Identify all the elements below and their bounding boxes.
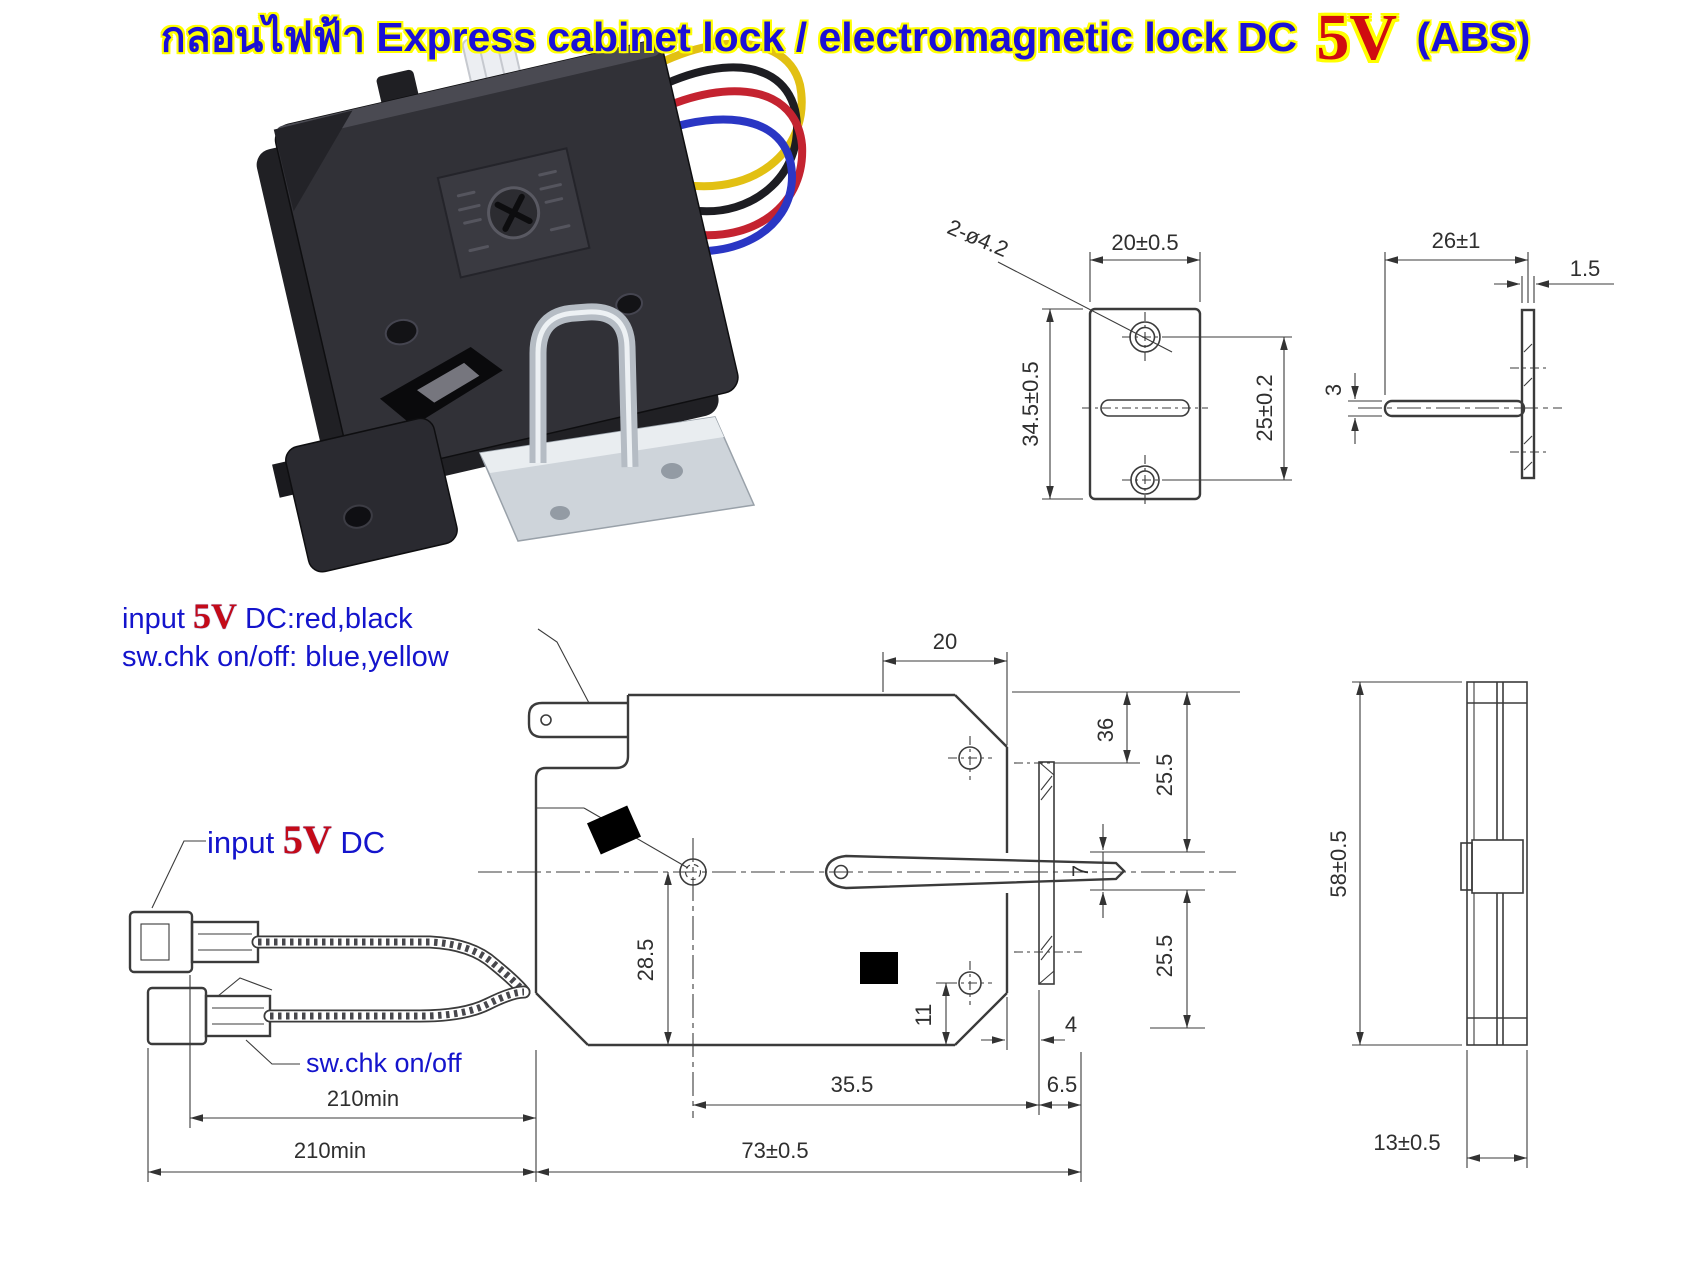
lower-jaw-block: [285, 417, 458, 573]
dim-right-255-upper: 25.5: [1152, 754, 1177, 797]
input-label-leader: [151, 840, 206, 909]
dim-plate-width: 20±0.5: [1111, 230, 1178, 255]
mounting-ear: [527, 701, 628, 739]
dim-wire-length-lower: 210min: [294, 1138, 366, 1163]
dim-plate-thickness: 1.5: [1570, 256, 1601, 281]
input-label-voltage: 5V: [282, 817, 332, 862]
ear-leader: [537, 628, 590, 704]
dim-hole-height: 28.5: [633, 939, 658, 982]
dim-gap: 4: [1065, 1012, 1077, 1037]
switch-label-leader: [245, 1039, 300, 1065]
wiring-note-line1: input 5V DC:red,black: [122, 595, 413, 637]
black-marker-square: [860, 952, 898, 984]
product-title: กลอนไฟฟ้า Express cabinet lock / electro…: [0, 0, 1691, 76]
dim-right-255-lower: 25.5: [1152, 935, 1177, 978]
dim-hole-to-bracket: 35.5: [831, 1072, 874, 1097]
side-view-latch-block: [1471, 839, 1524, 894]
wiring-note-line2: sw.chk on/off: blue,yellow: [122, 641, 449, 673]
note1-suffix: DC:red,black: [236, 603, 413, 635]
dim-plate-height: 34.5±0.5: [1018, 361, 1043, 446]
dim-side-depth: 13±0.5: [1373, 1130, 1440, 1155]
title-thai: กลอนไฟฟ้า: [160, 14, 365, 60]
dim-plate-side-width: 26±1: [1432, 228, 1481, 253]
dim-right-36: 36: [1093, 718, 1118, 742]
note1-voltage: 5V: [192, 596, 237, 636]
switch-connector-label: sw.chk on/off: [306, 1048, 462, 1078]
striker-bracket-photo: [478, 303, 756, 542]
plate-front-view: 20±0.5 34.5±0.5 25±0.2 2-ø4.2: [944, 214, 1292, 505]
lock-main-view: 20 36 25.5 7 25.5 28.5 11 4 35.5: [147, 629, 1240, 1182]
dim-tongue-thickness: 7: [1068, 865, 1093, 877]
input-label-suffix: DC: [331, 825, 386, 860]
braided-cable-lower: [263, 985, 531, 1023]
dim-wire-length-upper: 210min: [327, 1086, 399, 1111]
dim-tab-height: 3: [1321, 384, 1346, 396]
black-marker-square: [586, 805, 642, 855]
braided-cable-upper: [251, 935, 531, 999]
title-suffix: (ABS): [1405, 14, 1531, 60]
latch-tongue: [824, 854, 1126, 890]
embossed-marks: [456, 169, 571, 253]
input-connector-label: input 5V DC: [207, 816, 385, 863]
switch-connector: [146, 986, 208, 1046]
dim-hole-spacing: 25±0.2: [1252, 374, 1277, 441]
title-voltage: 5V: [1316, 1, 1398, 74]
lock-side-view: 58±0.5 13±0.5: [1326, 681, 1528, 1168]
dim-body-width: 73±0.5: [741, 1138, 808, 1163]
screw-hole: [384, 318, 419, 346]
harness-drawing: [128, 628, 590, 1065]
input-label-prefix: input: [207, 825, 283, 860]
strike-bracket: [1038, 761, 1055, 985]
dim-hole-callout: 2-ø4.2: [944, 214, 1012, 262]
phillips-cross-icon: [494, 193, 533, 232]
plate-side-view: 26±1 1.5 3: [1321, 228, 1614, 480]
dim-bracket-offset: 6.5: [1047, 1072, 1078, 1097]
title-english: Express cabinet lock / electromagnetic l…: [365, 14, 1309, 60]
dim-top-width: 20: [933, 629, 957, 654]
wire-harness-photo: [601, 39, 807, 271]
dim-hole-offset: 11: [911, 1004, 936, 1027]
dim-side-height: 58±0.5: [1326, 830, 1351, 897]
product-photo: [256, 30, 807, 573]
input-connector: [128, 910, 194, 974]
note1-prefix: input: [122, 603, 193, 635]
screw-hole: [615, 293, 643, 316]
